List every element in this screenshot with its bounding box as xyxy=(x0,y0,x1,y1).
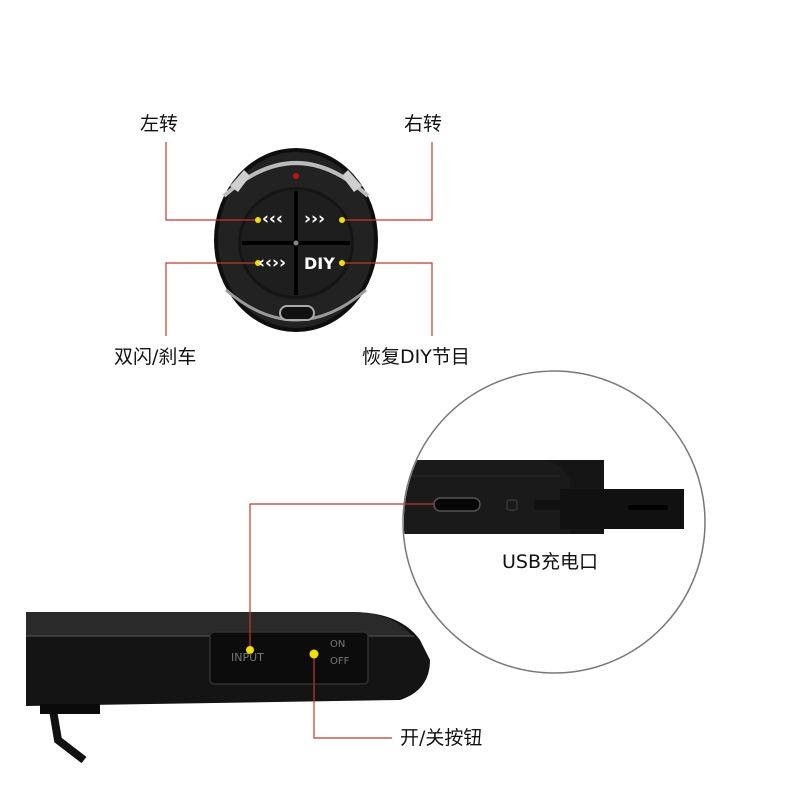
diy-program-label: 恢复DIY节目 xyxy=(362,346,470,368)
right-turn-button[interactable]: ››› xyxy=(304,209,326,229)
switch-on-label: ON xyxy=(330,639,346,650)
device-leader-lines xyxy=(249,503,434,739)
power-switch[interactable] xyxy=(307,647,323,663)
hazard-button[interactable]: ‹‹›› xyxy=(258,253,287,273)
left-turn-label: 左转 xyxy=(140,113,179,135)
remote-indicator-dots xyxy=(255,217,345,266)
input-port-label: INPUT xyxy=(231,651,264,664)
power-button-label: 开/关按钮 xyxy=(400,727,483,749)
usb-magnifier xyxy=(402,370,706,674)
switch-off-label: OFF xyxy=(330,656,350,667)
right-turn-label: 右转 xyxy=(404,113,443,135)
left-turn-button[interactable]: ‹‹‹ xyxy=(262,209,284,229)
usb-charging-label: USB充电口 xyxy=(502,551,599,573)
remote-control xyxy=(214,148,378,332)
hazard-brake-label: 双闪/刹车 xyxy=(114,346,197,368)
diy-button[interactable]: DIY xyxy=(304,254,335,273)
status-led xyxy=(293,173,299,179)
device-indicator-dots xyxy=(246,646,319,659)
usb-c-port xyxy=(433,497,481,512)
remote-leader-lines xyxy=(165,142,433,336)
